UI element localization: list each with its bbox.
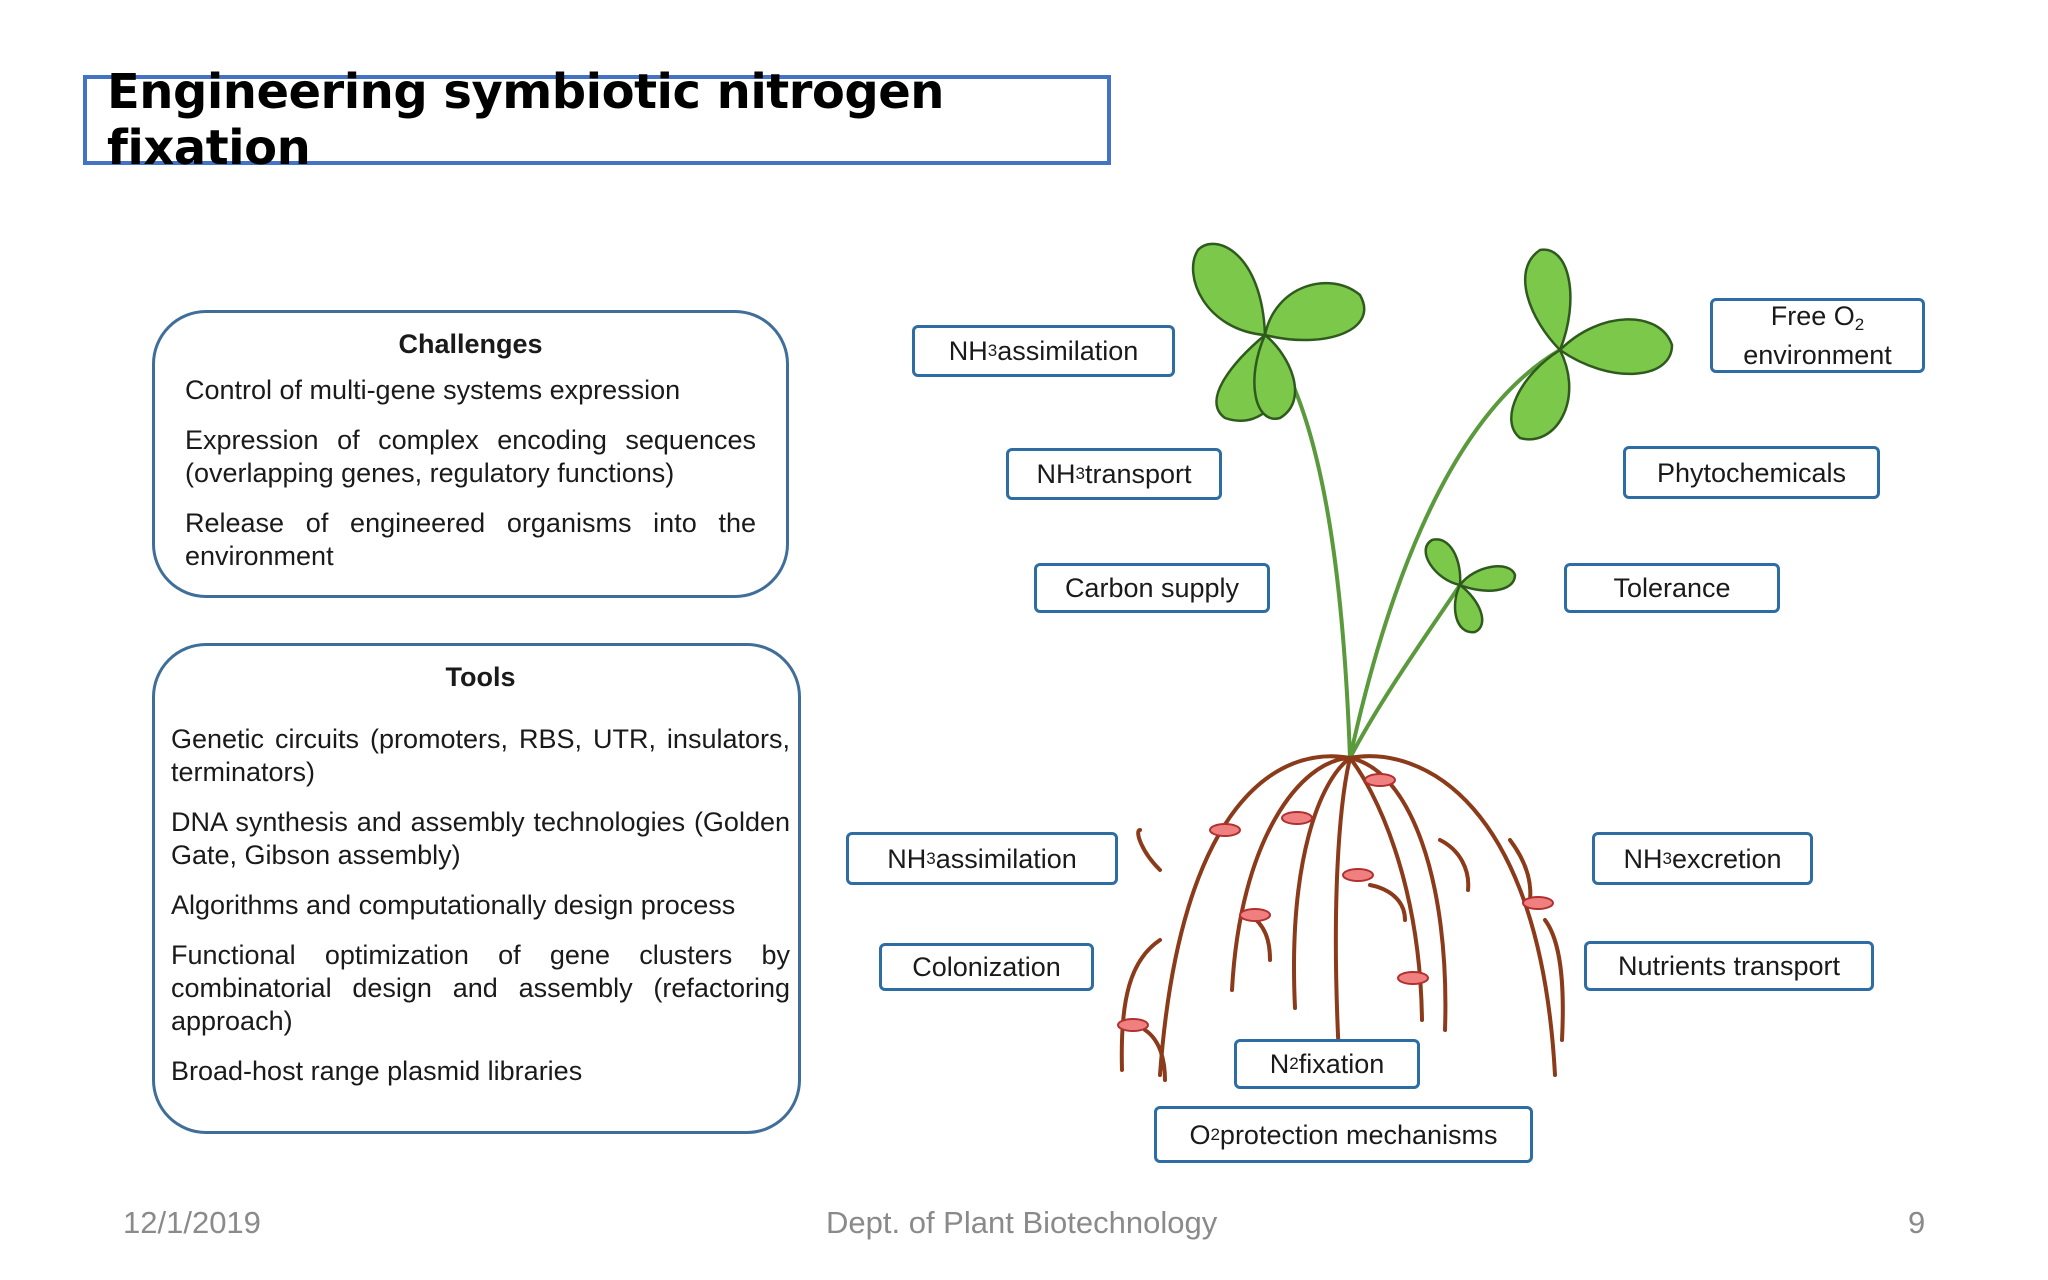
label-colonization: Colonization (879, 943, 1094, 991)
label-text-post: excretion (1671, 843, 1782, 874)
stem-small (1348, 583, 1462, 760)
challenge-item: Control of multi-gene systems expression (185, 375, 681, 405)
label-text: Colonization (912, 952, 1061, 982)
label-nutrients-transport: Nutrients transport (1584, 941, 1874, 991)
stem-right (1348, 348, 1562, 760)
slide-title: Engineering symbiotic nitrogen fixation (107, 64, 944, 176)
label-text-post: protection mechanisms (1219, 1119, 1498, 1150)
root-nodules (1117, 773, 1554, 1032)
label-text-pre: NH (1036, 459, 1076, 489)
challenges-panel: Challenges Control of multi-gene systems… (152, 310, 789, 598)
label-text-pre: Free O (1770, 301, 1855, 331)
leaf-cluster-left (1191, 242, 1366, 422)
label-carbon-supply: Carbon supply (1034, 563, 1270, 613)
tool-item: Broad-host range plasmid libraries (171, 1056, 583, 1086)
label-text: Phytochemicals (1656, 457, 1847, 488)
challenge-item: Expression of complex encoding sequences… (185, 425, 756, 488)
label-line-2: environment (1743, 340, 1892, 370)
challenges-title: Challenges (398, 329, 543, 359)
label-text-post: transport (1084, 459, 1192, 489)
label-text-pre: N (1269, 1049, 1290, 1079)
nodule (1522, 896, 1554, 910)
nodule (1239, 908, 1271, 922)
label-text-pre: O (1189, 1119, 1211, 1150)
leaf-cluster-right (1510, 248, 1674, 441)
tool-item: Genetic circuits (promoters, RBS, UTR, i… (171, 724, 790, 787)
nodule (1364, 773, 1396, 787)
nodule (1209, 823, 1241, 837)
label-text-post: fixation (1298, 1049, 1385, 1079)
nodule (1342, 868, 1374, 882)
tool-item: Functional optimization of gene clusters… (171, 940, 790, 1036)
subscript: 3 (1075, 464, 1085, 483)
title-box: Engineering symbiotic nitrogen fixation (83, 64, 1111, 176)
roots (1119, 754, 1565, 1082)
nodule (1117, 1018, 1149, 1032)
label-text-post: assimilation (997, 336, 1139, 366)
label-tolerance: Tolerance (1564, 563, 1780, 613)
label-text-pre: NH (948, 336, 988, 366)
tools-panel: Tools Genetic circuits (promoters, RBS, … (152, 643, 801, 1134)
subscript: 3 (1662, 848, 1672, 868)
subscript: 2 (1289, 1054, 1299, 1073)
footer-date: 12/1/2019 (123, 1205, 261, 1240)
challenge-item: Release of engineered organisms into the… (185, 508, 756, 571)
tools-title: Tools (445, 662, 516, 692)
nodule (1281, 811, 1313, 825)
label-line-1: Free O2 (1771, 301, 1865, 340)
label-phytochemicals: Phytochemicals (1623, 446, 1880, 499)
subscript: 2 (1854, 315, 1865, 334)
tool-item: DNA synthesis and assembly technologies … (171, 807, 790, 870)
leaf-cluster-small (1424, 538, 1517, 634)
subscript: 2 (1210, 1124, 1220, 1144)
subscript: 3 (987, 341, 998, 360)
label-text-pre: NH (1623, 843, 1663, 874)
label-text: Carbon supply (1064, 573, 1240, 603)
footer-department: Dept. of Plant Biotechnology (826, 1205, 1218, 1240)
tool-item: Algorithms and computationally design pr… (171, 890, 736, 920)
footer-page-number: 9 (1908, 1205, 1926, 1240)
label-text-pre: NH (887, 843, 927, 874)
label-free-o2-environment: Free O2 environment (1710, 298, 1925, 373)
label-text: Tolerance (1613, 573, 1731, 603)
label-text: Nutrients transport (1617, 951, 1841, 981)
subscript: 3 (926, 848, 936, 868)
nodule (1397, 971, 1429, 985)
label-text-post: assimilation (935, 843, 1077, 874)
